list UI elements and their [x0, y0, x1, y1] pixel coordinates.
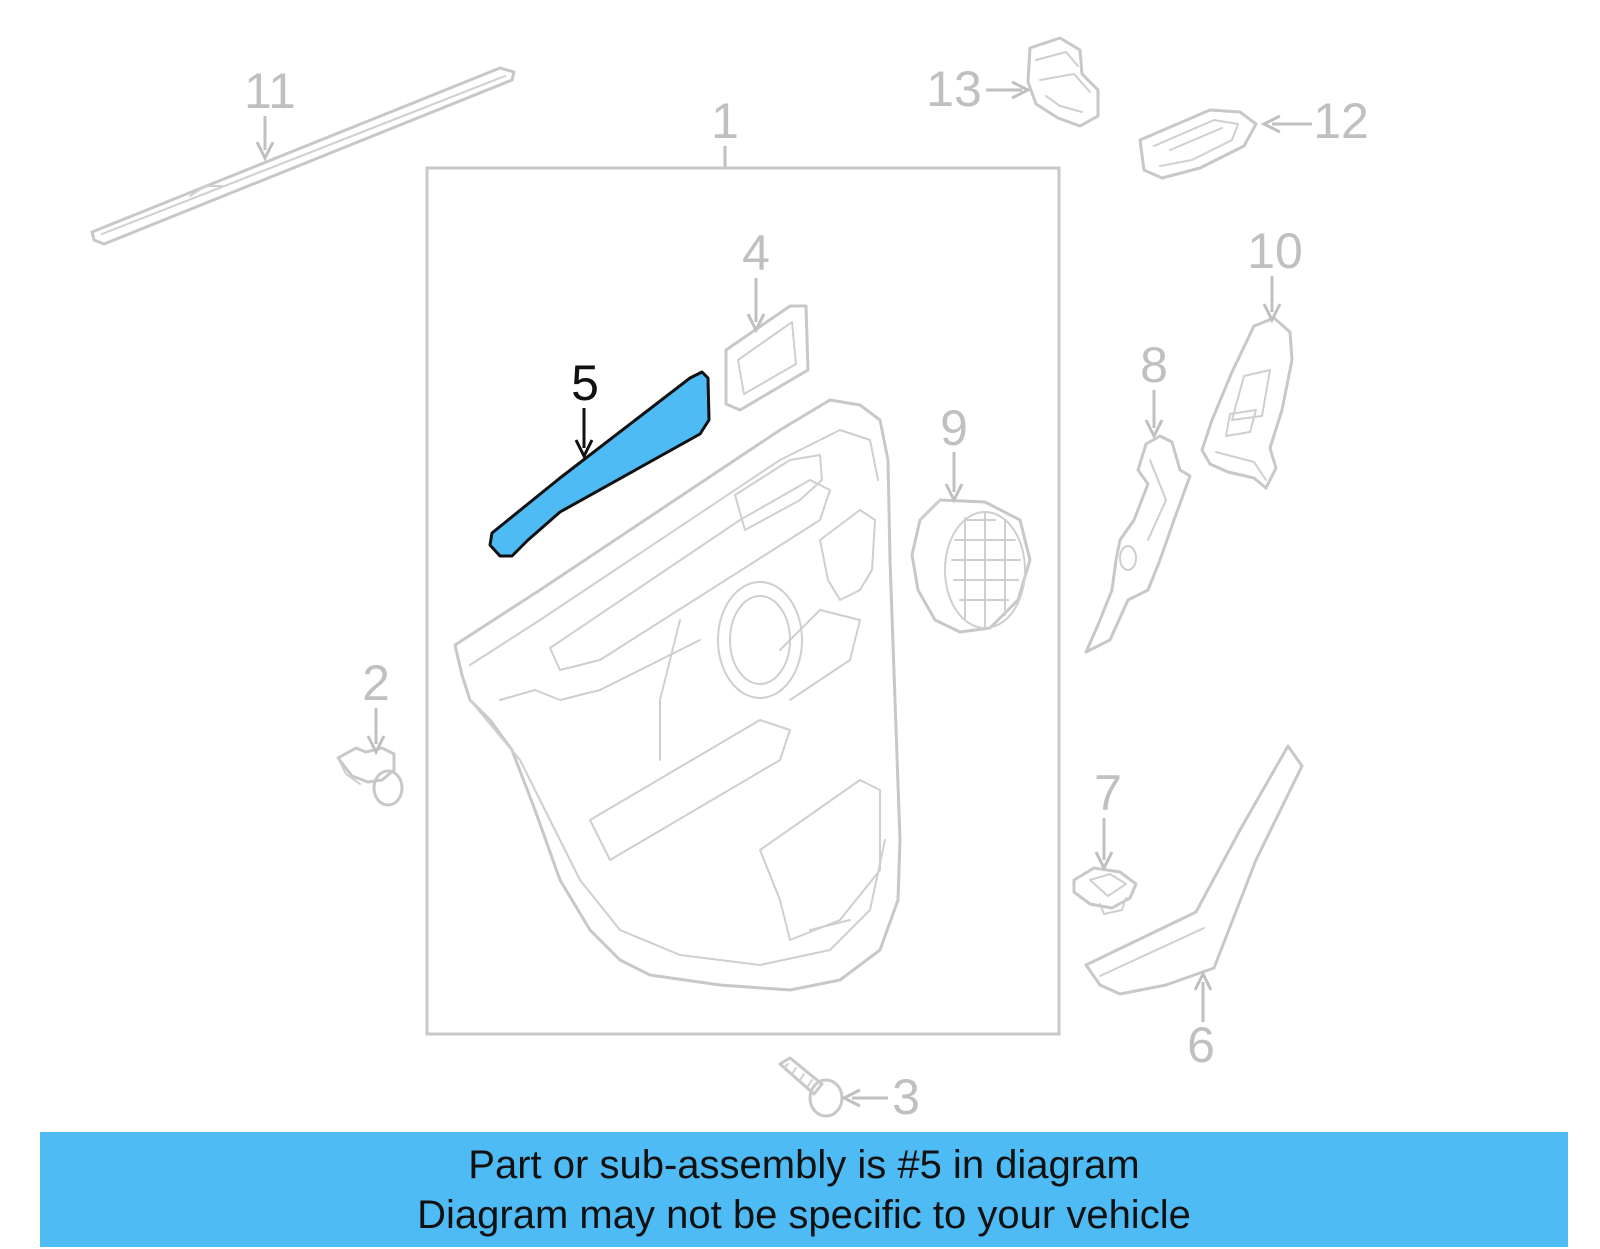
banner-line-2: Diagram may not be specific to your vehi…: [417, 1193, 1191, 1237]
callout-4: 4: [742, 225, 770, 281]
info-banner: Part or sub-assembly is #5 in diagram Di…: [40, 1132, 1568, 1247]
part-7-clip[interactable]: [1072, 866, 1138, 915]
callout-12: 12: [1313, 93, 1369, 149]
part-10-window-switch[interactable]: [1200, 316, 1294, 490]
callout-6: 6: [1187, 1017, 1215, 1073]
callout-9: 9: [940, 400, 968, 456]
part-11-belt-molding[interactable]: [90, 66, 516, 246]
callout-2: 2: [362, 655, 390, 711]
callout-7: 7: [1094, 765, 1122, 821]
part-13-switch[interactable]: [1026, 36, 1100, 128]
callout-5: 5: [571, 355, 599, 411]
part-6-trim-strip[interactable]: [1084, 744, 1304, 996]
callout-3: 3: [892, 1069, 920, 1125]
part-12-handle-housing[interactable]: [1138, 108, 1258, 180]
part-2-push-clip[interactable]: [336, 746, 404, 807]
callout-1: 1: [711, 93, 739, 149]
part-8-bracket[interactable]: [1084, 434, 1192, 654]
part-4-bezel[interactable]: [724, 304, 810, 412]
part-3-screw[interactable]: [778, 1056, 844, 1118]
part-1-door-trim-panel[interactable]: [453, 398, 902, 992]
part-9-speaker[interactable]: [910, 498, 1032, 634]
callout-11: 11: [244, 63, 296, 119]
banner-line-1: Part or sub-assembly is #5 in diagram: [468, 1143, 1140, 1187]
callout-13: 13: [926, 61, 982, 117]
part-5-highlighted-trim[interactable]: [488, 370, 711, 558]
callout-8: 8: [1140, 337, 1168, 393]
callout-10: 10: [1247, 223, 1303, 279]
part-1-assembly-frame: [425, 166, 1061, 1036]
